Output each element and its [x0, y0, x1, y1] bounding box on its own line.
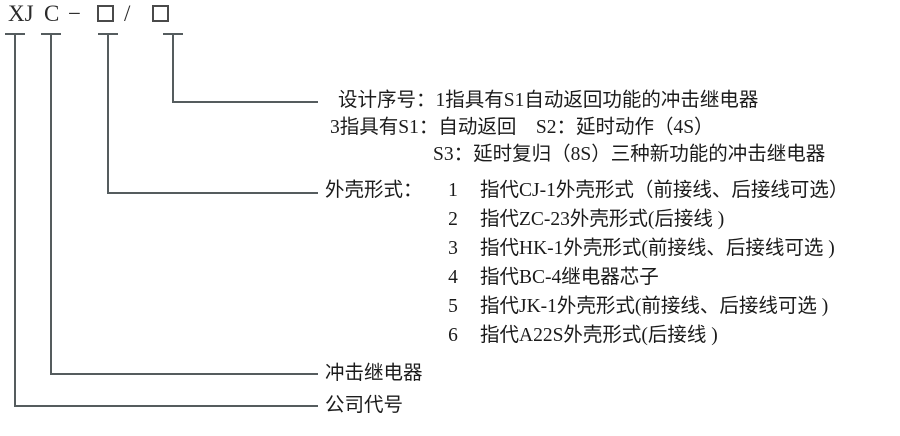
code-box-design-serial	[152, 5, 169, 22]
shell-form-item-1-desc: 指代CJ-1外壳形式（前接线、后接线可选）	[480, 180, 849, 201]
shell-form-item-6-number: 6	[448, 325, 458, 346]
shell-form-item-4: 4 指代BC-4继电器芯子	[325, 265, 900, 293]
shell-form-item-2-desc: 指代ZC-23外壳形式(后接线 )	[480, 209, 725, 230]
leader-vline-product-type	[50, 33, 52, 375]
leader-hline-design-serial	[172, 101, 318, 103]
design-serial-line-3: S3：延时复归（8S）三种新功能的冲击继电器	[433, 144, 826, 165]
leader-vline-company-code	[14, 33, 16, 407]
shell-form-item-6-desc: 指代A22S外壳形式(后接线 )	[480, 325, 718, 346]
code-token-dash: −	[68, 1, 81, 26]
shell-form-item-3-desc: 指代HK-1外壳形式(前接线、后接线可选 )	[480, 238, 835, 259]
model-code-row: XJ C − /	[0, 0, 220, 30]
product-type-label: 冲击继电器	[325, 363, 423, 384]
code-box-shell-form	[97, 5, 114, 22]
leader-hline-product-type	[50, 373, 318, 375]
shell-form-heading: 外壳形式：	[325, 180, 423, 201]
shell-form-item-2-number: 2	[448, 209, 458, 230]
shell-form-item-3: 3 指代HK-1外壳形式(前接线、后接线可选 )	[325, 236, 900, 264]
code-token-xj: XJ	[8, 1, 34, 26]
design-serial-line-1: 设计序号：1指具有S1自动返回功能的冲击继电器	[338, 90, 759, 111]
shell-form-item-1: 1 指代CJ-1外壳形式（前接线、后接线可选）	[325, 178, 900, 206]
shell-form-item-5-desc: 指代JK-1外壳形式(前接线、后接线可选 )	[480, 296, 829, 317]
shell-form-item-5: 5 指代JK-1外壳形式(前接线、后接线可选 )	[325, 294, 900, 322]
shell-form-item-3-number: 3	[448, 238, 458, 259]
code-token-c: C	[44, 1, 60, 26]
leader-vline-design-serial	[172, 33, 174, 103]
shell-form-item-2: 2 指代ZC-23外壳形式(后接线 )	[325, 207, 900, 235]
shell-form-item-5-number: 5	[448, 296, 458, 317]
leader-hline-shell-form	[107, 192, 318, 194]
design-serial-line-2: 3指具有S1：自动返回 S2：延时动作（4S）	[330, 117, 714, 138]
shell-form-item-4-number: 4	[448, 267, 458, 288]
leader-vline-shell-form	[107, 33, 109, 194]
shell-form-item-4-desc: 指代BC-4继电器芯子	[480, 267, 659, 288]
leader-hline-company-code	[14, 405, 318, 407]
code-token-slash: /	[124, 1, 131, 26]
company-code-label: 公司代号	[325, 395, 404, 416]
shell-form-item-1-number: 1	[448, 180, 458, 201]
shell-form-item-6: 6 指代A22S外壳形式(后接线 )	[325, 323, 900, 351]
